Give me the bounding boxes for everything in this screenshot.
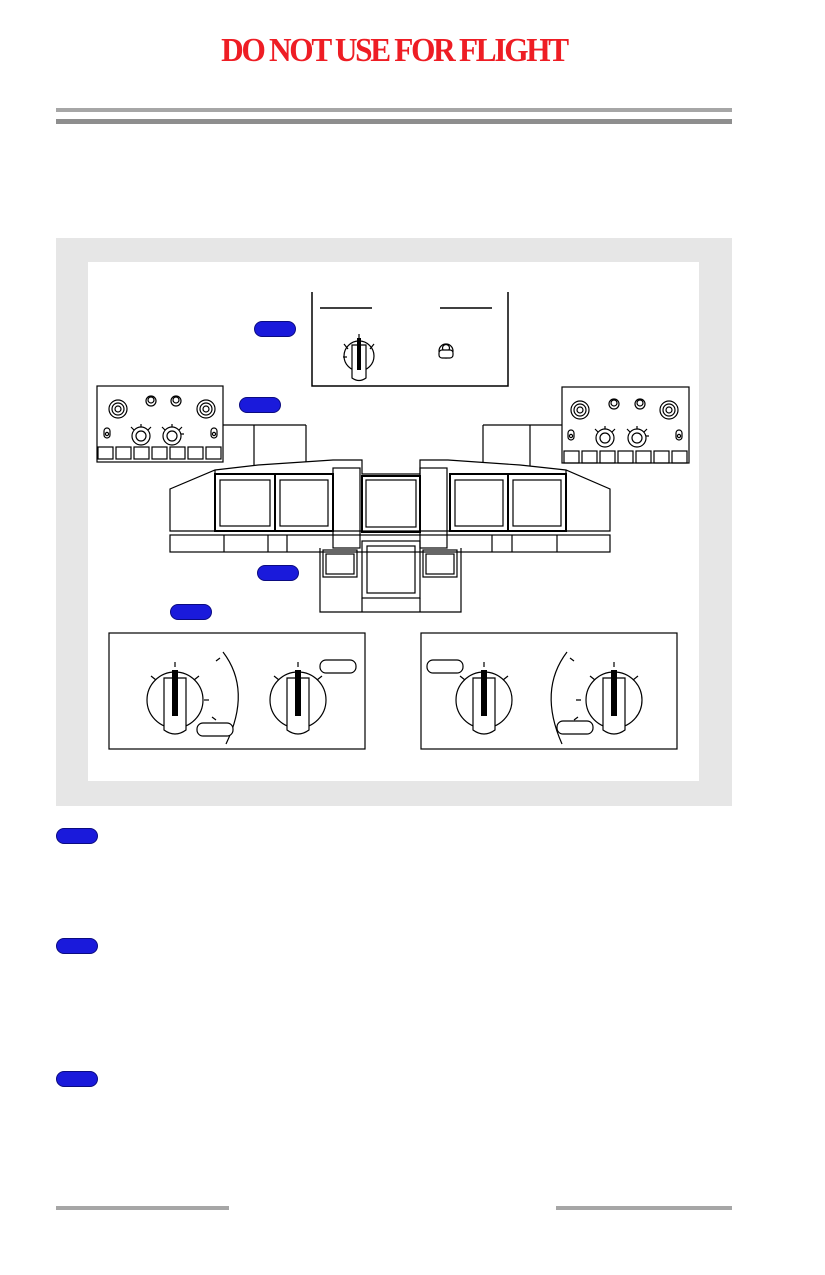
keypad-buttons bbox=[97, 446, 222, 460]
toggle-switch-icon bbox=[103, 427, 218, 439]
header-rule-bottom bbox=[56, 119, 732, 124]
header-rule-top bbox=[56, 108, 732, 112]
right-glareshield-panel bbox=[561, 386, 690, 464]
figure-frame bbox=[56, 238, 732, 806]
rotary-knob-icon bbox=[594, 426, 649, 448]
callout-marker bbox=[254, 321, 296, 337]
mode-selector-knob-icon bbox=[269, 659, 357, 735]
overhead-switch-panel bbox=[311, 292, 509, 387]
indicator-light-icon bbox=[608, 398, 646, 410]
callout-marker bbox=[257, 565, 299, 581]
callout-marker bbox=[56, 1071, 98, 1087]
knob-icon bbox=[108, 399, 216, 419]
toggle-switch-icon bbox=[567, 429, 683, 441]
knob-icon bbox=[570, 400, 679, 420]
mode-selector-knob-icon bbox=[426, 659, 513, 735]
toggle-switch-icon bbox=[438, 343, 454, 359]
callout-marker bbox=[170, 604, 212, 620]
do-not-use-banner: DO NOT USE FOR FLIGHT bbox=[221, 32, 569, 69]
footer-rule-left bbox=[56, 1206, 229, 1210]
callout-marker bbox=[56, 828, 98, 844]
center-pedestal bbox=[319, 540, 462, 613]
mode-selector-knob-icon bbox=[550, 651, 643, 745]
main-instrument-panel bbox=[169, 459, 611, 613]
callout-marker bbox=[56, 938, 98, 954]
callout-marker bbox=[239, 397, 281, 413]
keypad-buttons bbox=[563, 450, 688, 464]
selector-knob-icon bbox=[343, 334, 375, 382]
cockpit-diagram bbox=[96, 292, 690, 750]
indicator-light-icon bbox=[145, 395, 182, 407]
figure-panel bbox=[88, 262, 699, 781]
left-mode-selector-panel bbox=[108, 632, 366, 750]
right-mode-selector-panel bbox=[420, 632, 678, 750]
rotary-knob-icon bbox=[130, 424, 184, 446]
mode-selector-knob-icon bbox=[146, 651, 239, 745]
footer-rule-right bbox=[556, 1206, 732, 1210]
left-glareshield-panel bbox=[96, 385, 224, 463]
